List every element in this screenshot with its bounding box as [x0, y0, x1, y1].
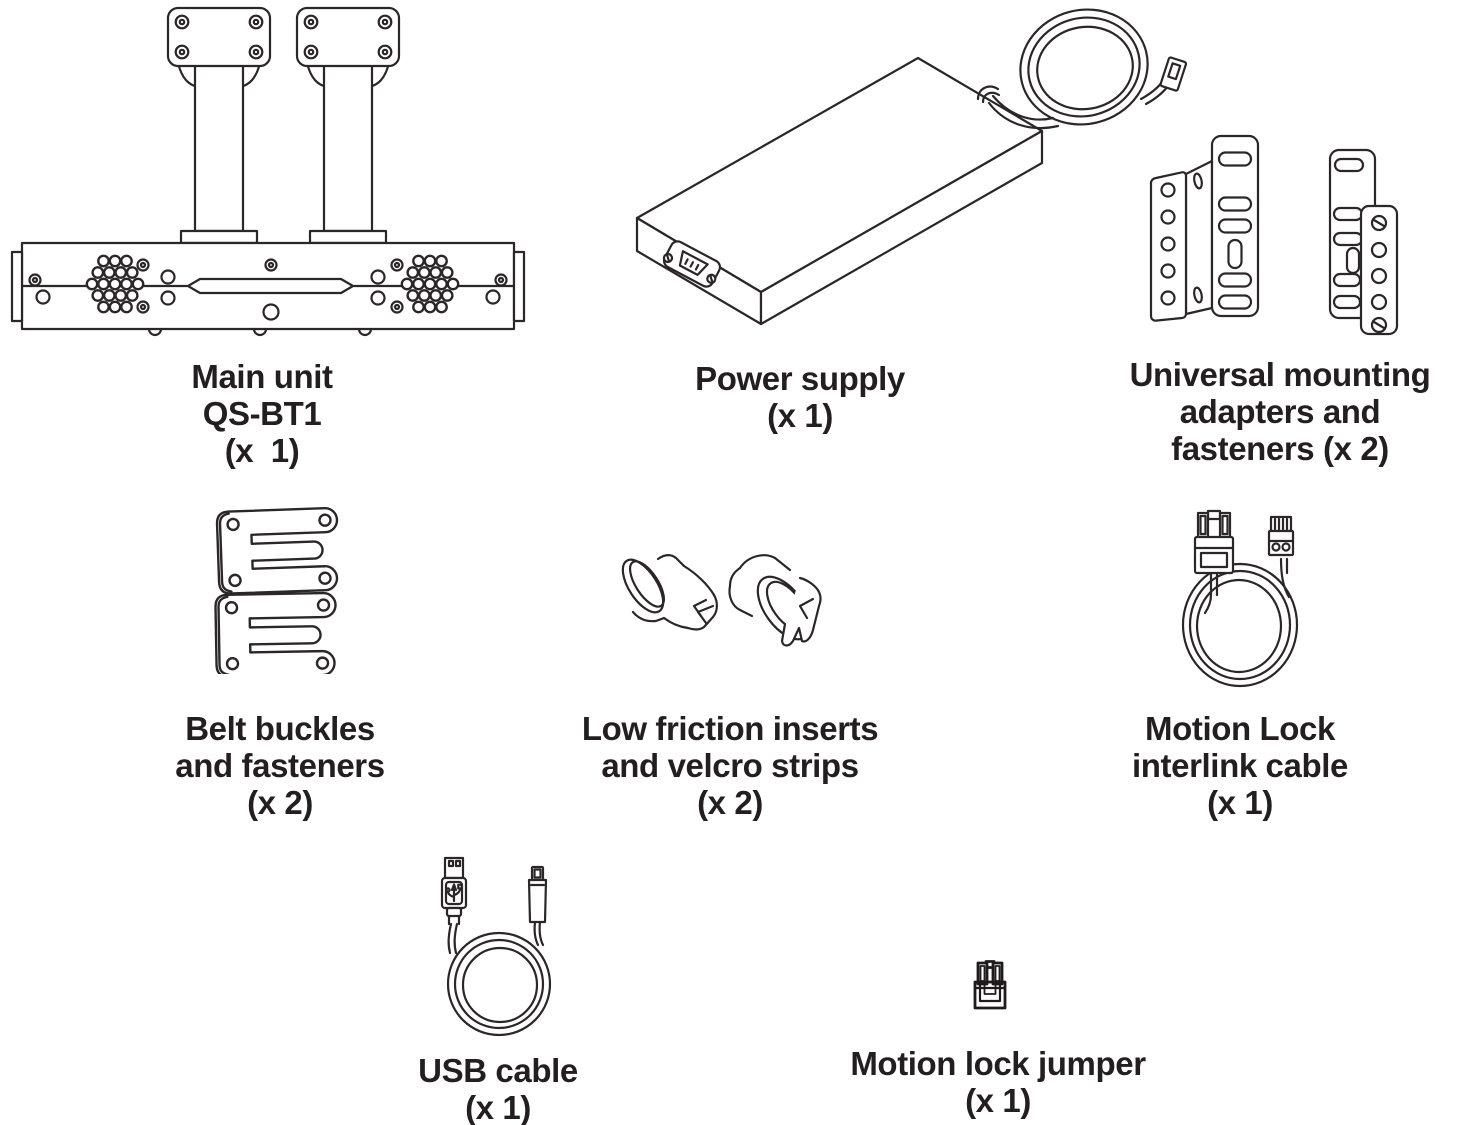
- belt-buckles-figure: [202, 502, 352, 674]
- friction-inserts-figure: [612, 538, 837, 678]
- interlink-cable-figure: [1163, 503, 1303, 693]
- main-unit-caption: Main unit QS-BT1 (x 1): [191, 358, 333, 469]
- usb-cable-figure: [432, 845, 652, 1050]
- mounting-adapters-caption: Universal mounting adapters and fastener…: [1129, 356, 1431, 467]
- power-supply-caption: Power supply (x 1): [695, 360, 905, 434]
- interlink-cable-caption: Motion Lock interlink cable (x 1): [1132, 710, 1348, 821]
- belt-buckles-caption: Belt buckles and fasteners (x 2): [175, 710, 385, 821]
- mounting-adapters-illustration: [1149, 134, 1399, 336]
- motion-lock-jumper-illustration: [973, 960, 1007, 1010]
- power-supply-illustration: [635, 8, 1188, 326]
- main-unit-figure: [10, 3, 550, 348]
- belt-buckles-illustration: [214, 506, 341, 674]
- main-unit-illustration: [10, 6, 526, 337]
- motion-lock-jumper-figure: [971, 960, 1011, 1012]
- motion-lock-jumper-caption: Motion lock jumper (x 1): [850, 1045, 1146, 1119]
- interlink-cable-illustration: [1181, 509, 1299, 688]
- friction-inserts-caption: Low friction inserts and velcro strips (…: [581, 710, 879, 821]
- mounting-adapters-figure: [1128, 128, 1418, 346]
- usb-cable-illustration: [440, 856, 552, 1037]
- power-supply-figure: [612, 0, 1240, 340]
- usb-cable-caption: USB cable (x 1): [418, 1052, 578, 1125]
- friction-inserts-illustration: [621, 554, 822, 647]
